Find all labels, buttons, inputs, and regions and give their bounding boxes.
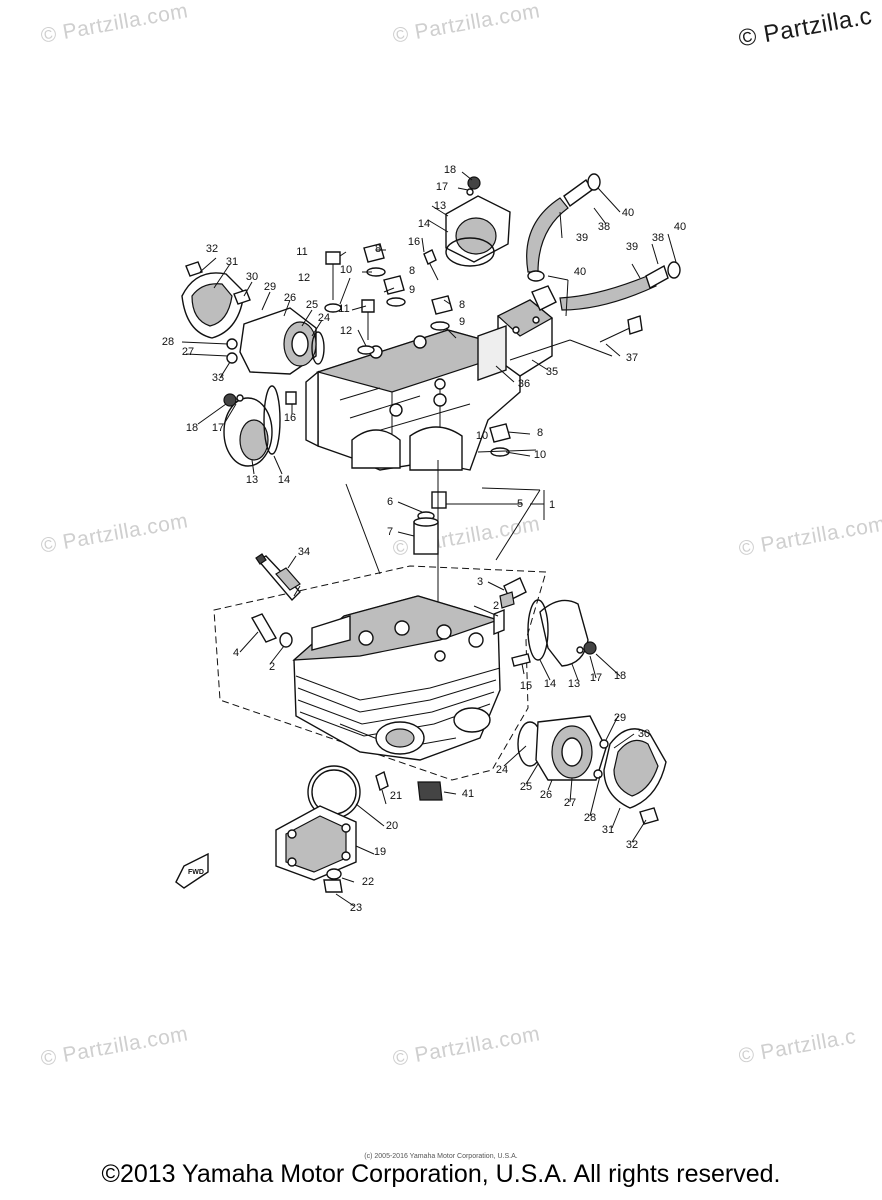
part-callout: 22 [362, 876, 374, 888]
head-side-cover [275, 765, 443, 893]
part-callout: 17 [436, 181, 448, 193]
part-callout: 28 [584, 812, 596, 824]
part-callout: 14 [418, 218, 430, 230]
part-callout: 38 [598, 221, 610, 233]
breather-hoses [526, 173, 681, 311]
cylinder-head [292, 595, 501, 761]
part-callout: 10 [476, 430, 488, 442]
part-callout: 31 [602, 824, 614, 836]
part-callout: 14 [544, 678, 556, 690]
callout-leaders [181, 171, 677, 907]
part-callout: 8 [375, 243, 381, 255]
part-callout: 7 [387, 526, 393, 538]
part-callout: 11 [338, 303, 349, 315]
part-callout: 41 [462, 788, 474, 800]
part-callout: 18 [614, 670, 626, 682]
copyright-line: ©2013 Yamaha Motor Corporation, U.S.A. A… [101, 1160, 781, 1188]
part-callout: 10 [340, 264, 352, 276]
right-cap [511, 599, 597, 667]
left-breather-housing [239, 307, 325, 375]
part-callout: 14 [278, 474, 290, 486]
part-callout: 1 [549, 499, 555, 511]
part-callout: 25 [520, 781, 532, 793]
top-cap [445, 176, 511, 267]
head-cover [305, 329, 523, 471]
left-outer-cover [181, 272, 245, 339]
part-callout: 39 [576, 232, 588, 244]
part-callout: 32 [206, 243, 218, 255]
part-callout: 27 [182, 346, 194, 358]
oil-fitting [250, 577, 527, 648]
part-callout: 35 [546, 366, 558, 378]
part-callout: 31 [226, 256, 238, 268]
part-callout: 32 [626, 839, 638, 851]
part-callout: 23 [350, 902, 362, 914]
fwd-arrow: FWD [175, 852, 209, 889]
upper-bolts [185, 243, 643, 457]
part-callout: 39 [626, 241, 638, 253]
part-callout: 17 [212, 422, 224, 434]
part-callout: 12 [340, 325, 352, 337]
part-callout: 24 [496, 764, 508, 776]
part-callout: 9 [409, 284, 415, 296]
part-callout: 16 [284, 412, 296, 424]
part-callout: 38 [652, 232, 664, 244]
part-callout: 34 [298, 546, 310, 558]
part-callout: 13 [246, 474, 258, 486]
right-breather-housing [517, 715, 667, 825]
part-callout: 37 [626, 352, 638, 364]
breather-box [477, 299, 554, 381]
part-callout: 13 [568, 678, 580, 690]
part-callout: 19 [374, 846, 386, 858]
part-callout: 18 [444, 164, 456, 176]
part-callout: 25 [306, 299, 318, 311]
assembly-outline [213, 565, 547, 781]
part-callout: 30 [246, 271, 258, 283]
part-callout: 6 [387, 496, 393, 508]
part-callout: 11 [296, 246, 307, 258]
part-callout: 27 [564, 797, 576, 809]
part-callout: 16 [408, 236, 420, 248]
part-callout: 24 [318, 312, 330, 324]
part-callout: 26 [284, 292, 296, 304]
spark-plug [255, 553, 301, 602]
part-callout: 5 [517, 498, 523, 510]
part-callout: 4 [233, 647, 239, 659]
part-callout: 15 [520, 680, 532, 692]
part-callout: 40 [574, 266, 586, 278]
part-callout: 21 [390, 790, 402, 802]
fwd-label: FWD [188, 869, 204, 876]
part-callout: 2 [493, 600, 499, 612]
callout-labels: 1223456788889910101011111212131313141414… [162, 164, 686, 914]
part-callout: 2 [269, 661, 275, 673]
cover-left-cap [223, 385, 281, 467]
part-callout: 20 [386, 820, 398, 832]
small-copyright-notice: (c) 2005-2016 Yamaha Motor Corporation, … [364, 1153, 518, 1160]
part-callout: 12 [298, 272, 310, 284]
part-callout: 40 [674, 221, 686, 233]
part-callout: 30 [638, 728, 650, 740]
part-callout: 8 [537, 427, 543, 439]
part-callout: 29 [614, 712, 626, 724]
part-callout: 36 [518, 378, 530, 390]
part-callout: 3 [477, 576, 483, 588]
oil-tube [413, 460, 447, 700]
part-callout: 28 [162, 336, 174, 348]
part-callout: 26 [540, 789, 552, 801]
part-callout: 8 [459, 299, 465, 311]
part-callout: 17 [590, 672, 602, 684]
part-callout: 13 [434, 200, 446, 212]
part-callout: 10 [534, 449, 546, 461]
part-callout: 18 [186, 422, 198, 434]
part-callout: 9 [459, 316, 465, 328]
part-callout: 33 [212, 372, 224, 384]
part-callout: 40 [622, 207, 634, 219]
part-callout: 8 [409, 265, 415, 277]
part-callout: 29 [264, 281, 276, 293]
